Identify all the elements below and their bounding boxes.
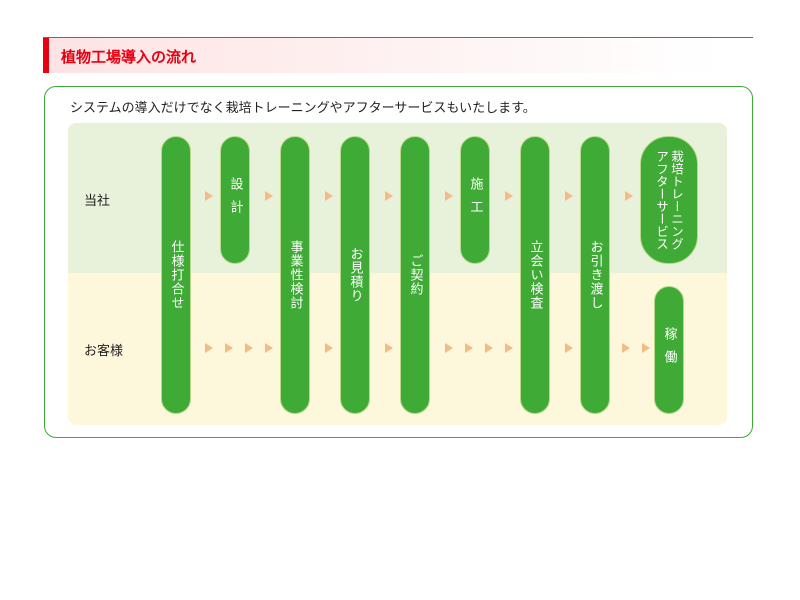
intro-text: システムの導入だけでなく栽培トレーニングやアフターサービスもいたします。 <box>70 101 536 116</box>
step-label: 施工 <box>467 177 483 223</box>
flow-arrow-icon <box>565 343 573 353</box>
flow-arrow-icon <box>245 343 253 353</box>
step-label: 設計 <box>227 177 243 223</box>
section-header: 植物工場導入の流れ <box>43 37 753 73</box>
step-label: ご契約 <box>407 254 423 296</box>
flow-arrow-icon <box>505 191 513 201</box>
flow-arrow-icon <box>325 343 333 353</box>
step-5: ご契約 <box>400 136 430 414</box>
header-accent-bar <box>43 38 49 73</box>
step-label: お引き渡し <box>587 240 603 310</box>
step-10: 稼働 <box>654 286 684 414</box>
flow-arrow-icon <box>325 191 333 201</box>
flow-arrow-icon <box>625 191 633 201</box>
flow-arrow-icon <box>445 191 453 201</box>
step-3: 事業性検討 <box>280 136 310 414</box>
step-label: お見積り <box>347 247 363 303</box>
flow-arrow-icon <box>385 191 393 201</box>
flow-arrow-icon <box>385 343 393 353</box>
step-1: 仕様打合せ <box>161 136 191 414</box>
flow-arrow-icon <box>265 343 273 353</box>
flow-arrow-icon <box>465 343 473 353</box>
flow-arrow-icon <box>265 191 273 201</box>
step-label: 栽培トレーニング アフターサービス <box>654 150 684 250</box>
flow-arrow-icon <box>565 191 573 201</box>
row-label-customer: お客様 <box>84 344 124 359</box>
flow-panel <box>44 86 753 438</box>
step-label: 事業性検討 <box>287 240 303 310</box>
flow-arrow-icon <box>485 343 493 353</box>
step-label: 稼働 <box>661 327 677 373</box>
flow-arrow-icon <box>205 191 213 201</box>
flow-arrow-icon <box>225 343 233 353</box>
step-2: 設計 <box>220 136 250 264</box>
flow-arrow-icon <box>622 343 630 353</box>
step-7: 立会い検査 <box>520 136 550 414</box>
step-label: 仕様打合せ <box>168 240 184 310</box>
page-title: 植物工場導入の流れ <box>61 48 197 66</box>
flow-arrow-icon <box>505 343 513 353</box>
step-9: 栽培トレーニング アフターサービス <box>640 136 698 264</box>
step-6: 施工 <box>460 136 490 264</box>
flow-arrow-icon <box>205 343 213 353</box>
row-label-company: 当社 <box>84 194 111 209</box>
step-8: お引き渡し <box>580 136 610 414</box>
step-4: お見積り <box>340 136 370 414</box>
flow-arrow-icon <box>642 343 650 353</box>
step-label: 立会い検査 <box>527 240 543 310</box>
flow-arrow-icon <box>445 343 453 353</box>
